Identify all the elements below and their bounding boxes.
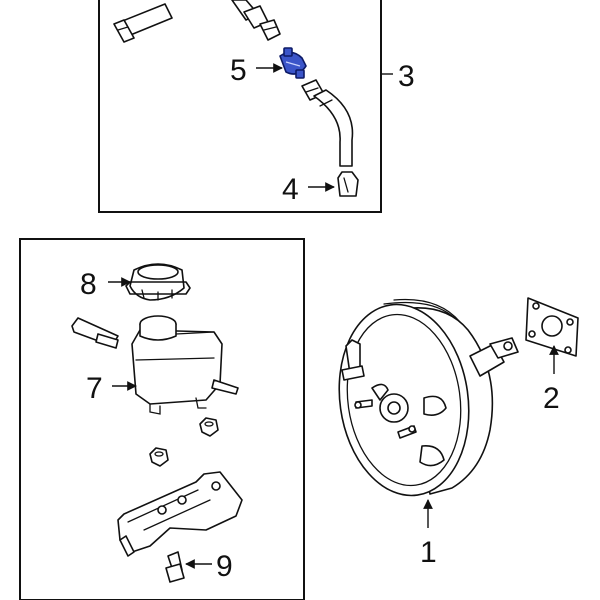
grommet-left[interactable] (149, 447, 169, 467)
upper-left-hose[interactable] (113, 3, 173, 43)
upper-clamp[interactable] (259, 19, 281, 41)
gasket-part-2[interactable] (525, 297, 579, 357)
callout-2: 2 (543, 382, 560, 415)
reservoir-bracket[interactable] (71, 317, 119, 349)
callout-3: 3 (398, 60, 415, 93)
master-cylinder-frame (19, 238, 305, 600)
check-valve-part-5[interactable] (279, 47, 307, 79)
hose-clamp-part-4[interactable] (337, 171, 359, 197)
bolt-part-9[interactable] (165, 551, 185, 583)
master-cylinder-body[interactable] (117, 471, 243, 557)
callout-7: 7 (86, 372, 103, 405)
reservoir-cap-part-8[interactable] (125, 263, 191, 301)
brake-booster-part-1[interactable] (327, 296, 519, 504)
callout-5: 5 (230, 54, 247, 87)
callout-8: 8 (80, 268, 97, 301)
callout-4: 4 (282, 173, 299, 206)
callout-9: 9 (216, 550, 233, 583)
grommet-right[interactable] (199, 417, 219, 437)
hose-assembly-frame (98, 0, 382, 213)
callout-1: 1 (420, 536, 437, 569)
reservoir-part-7[interactable] (131, 315, 239, 415)
master-cylinder-group: 8 7 9 (19, 238, 305, 600)
vacuum-hose-part-3[interactable] (313, 89, 354, 167)
hose-assembly-group: 5 4 3 (98, 0, 415, 213)
